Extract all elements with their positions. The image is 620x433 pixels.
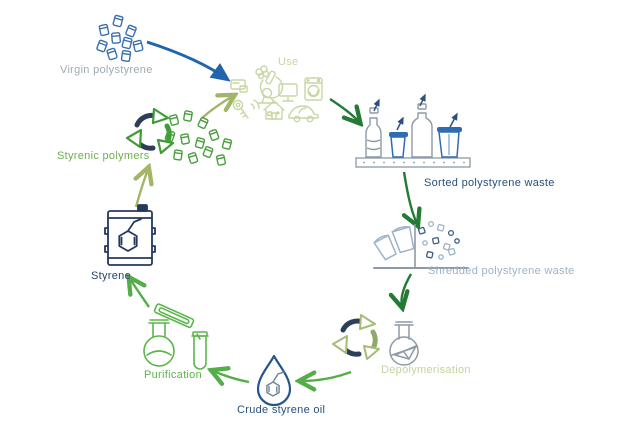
cup-icon — [389, 132, 408, 158]
label-crude-styrene-oil: Crude styrene oil — [237, 404, 326, 416]
sorting-arrows — [373, 93, 458, 131]
label-purification: Purification — [144, 369, 203, 381]
barrel-molecule-icon — [104, 204, 156, 266]
label-depolymerisation: Depolymerisation — [381, 364, 471, 376]
arrow-depolymerisation-to-crude — [301, 372, 352, 381]
tipped-cups-flakes-icon — [373, 220, 469, 269]
bottle-icon — [411, 103, 433, 158]
card-icon — [230, 79, 248, 93]
polystyrene-granules-icon — [96, 14, 144, 63]
arrow-purification-to-styrene — [130, 279, 150, 308]
yogurt-pot-icon — [437, 127, 462, 158]
car-icon — [288, 105, 319, 123]
house-icon — [263, 100, 285, 120]
arrow-crude-to-purification — [213, 371, 250, 382]
arrow-use-to-sorted — [329, 98, 359, 122]
arrow-styrene-to-styrenic — [136, 169, 148, 208]
round-flask-icon — [389, 321, 419, 366]
label-virgin-polystyrene: Virgin polystyrene — [60, 64, 153, 76]
recycle-arrows-icon — [332, 314, 380, 360]
distillation-flask-icon — [143, 303, 209, 370]
recycle-arrows-icon — [125, 107, 175, 155]
washing-machine-icon — [304, 77, 323, 101]
arrow-virgin-to-use — [146, 40, 231, 82]
label-sorted-waste: Sorted polystyrene waste — [424, 177, 555, 189]
polymer-pellets-icon — [164, 110, 233, 166]
arrow-styrenic-to-use — [201, 96, 233, 119]
arrow-shredded-to-depolymerisation — [401, 273, 413, 306]
key-fob-icon — [232, 99, 260, 119]
label-shredded-waste: Shredded polystyrene waste — [428, 265, 575, 277]
oil-droplet-molecule-icon — [256, 354, 292, 407]
arrow-sorted-to-shredded — [404, 171, 417, 224]
conveyor-bottles-cups-icon — [355, 93, 471, 168]
flower-icon — [255, 65, 270, 80]
label-use: Use — [278, 56, 299, 68]
bottle-icon — [365, 107, 382, 158]
label-styrenic-polymers: Styrenic polymers — [57, 150, 150, 162]
tv-icon — [278, 83, 298, 102]
label-styrene: Styrene — [91, 270, 132, 282]
